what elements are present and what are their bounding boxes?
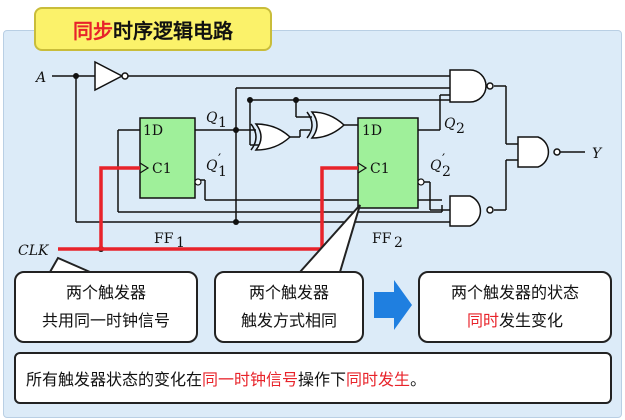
callout-simultaneous: 两个触发器的状态 同时发生变化: [418, 271, 612, 343]
callout-same-trigger: 两个触发器 触发方式相同: [214, 271, 364, 343]
svg-text:1: 1: [218, 115, 227, 131]
wires: [52, 75, 585, 223]
ff1-qn-label: Q: [206, 158, 218, 174]
ff1-d-label: 1D: [143, 123, 163, 139]
svg-text:1: 1: [176, 235, 185, 251]
title-highlight: 同步: [73, 18, 113, 43]
ff1-q-label: Q: [206, 110, 218, 126]
ff2-qn-label: Q: [430, 158, 442, 174]
summary-note: 所有触发器状态的变化在同一时钟信号操作下同时发生。: [14, 352, 612, 404]
input-a-label: A: [34, 70, 46, 86]
svg-text:2: 2: [442, 164, 451, 180]
callout-shared-clock: 两个触发器 共用同一时钟信号: [14, 271, 198, 343]
output-y-label: Y: [592, 146, 603, 162]
nand-gate-top: [449, 69, 494, 103]
xor-gate-1: [250, 123, 292, 151]
clk-label: CLK: [18, 243, 50, 259]
title-rest: 时序逻辑电路: [113, 18, 233, 43]
svg-text:1: 1: [218, 164, 227, 180]
nand-gate-bottom: [449, 195, 494, 227]
clock-wires: [58, 166, 358, 251]
svg-text:2: 2: [456, 121, 465, 137]
page-title: 同步时序逻辑电路: [34, 7, 272, 51]
svg-text:2: 2: [394, 235, 403, 251]
middle-callout-pointer: [297, 204, 361, 273]
arrow-right-icon: [374, 280, 412, 330]
flip-flop-2: [357, 117, 425, 209]
xor-gate-2: [306, 111, 346, 139]
svg-text:′: ′: [442, 152, 445, 168]
flip-flop-1: [139, 117, 202, 199]
left-callout-pointer: [48, 256, 91, 273]
ff2-q-label: Q: [444, 116, 456, 132]
svg-text:′: ′: [218, 152, 221, 168]
ff1-name-label: FF: [154, 231, 174, 247]
ff2-c-label: C1: [370, 161, 390, 177]
ff2-name-label: FF: [372, 231, 392, 247]
not-gate: [94, 60, 129, 92]
ff1-c-label: C1: [152, 161, 172, 177]
ff2-d-label: 1D: [362, 123, 382, 139]
nand-gate-output: [517, 136, 561, 168]
